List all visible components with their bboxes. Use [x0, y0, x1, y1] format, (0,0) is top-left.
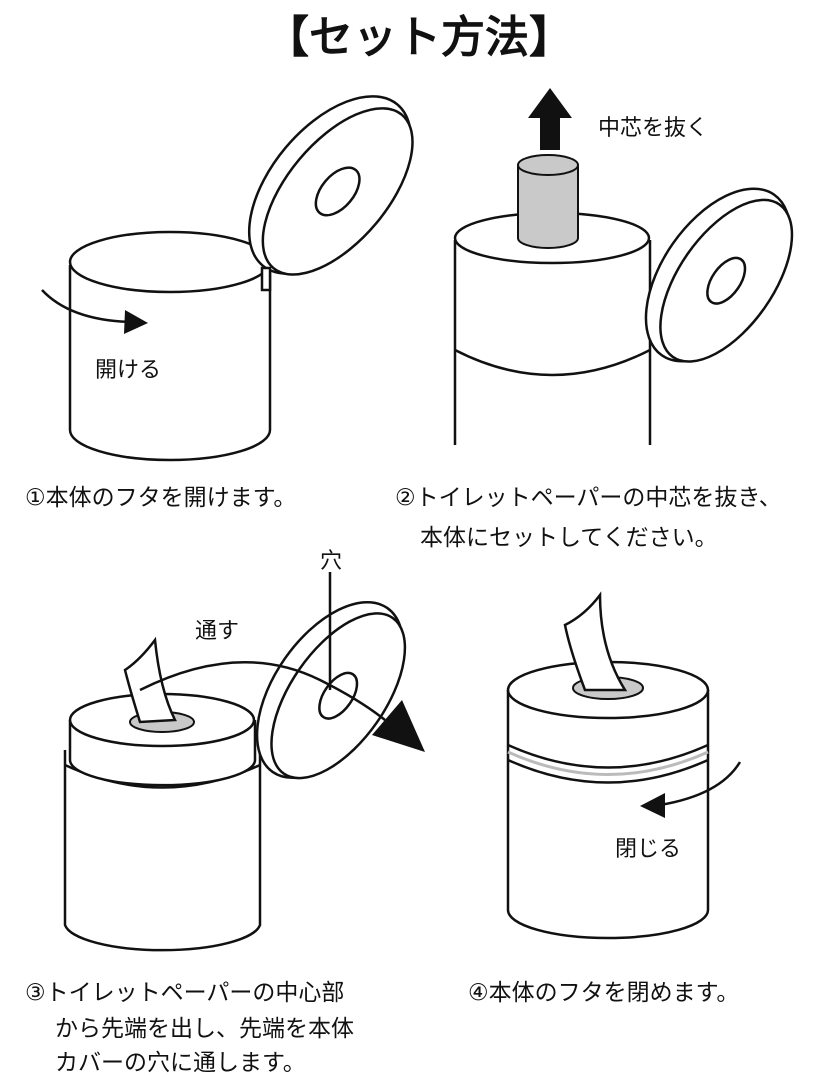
page-title: 【セット方法】	[265, 12, 573, 63]
step-2-label: 中芯を抜く	[598, 116, 708, 141]
curved-arrow-icon	[640, 761, 742, 818]
up-arrow-icon	[528, 88, 572, 150]
step-2-caption-line-2: 本体にセットしてください。	[420, 525, 718, 551]
step-3-caption-line-1: ③トイレットペーパーの中心部	[25, 980, 344, 1006]
step-1-illustration: 開ける	[41, 95, 414, 462]
step-1-caption: ①本体のフタを開けます。	[25, 485, 296, 511]
step-2-illustration: 中芯を抜く	[453, 88, 794, 445]
step-3-caption-line-2: から先端を出し、先端を本体	[55, 1016, 354, 1042]
step-2-caption-line-1: ②トイレットペーパーの中芯を抜き、	[395, 485, 782, 511]
step-4-illustration: 閉じる	[506, 591, 742, 940]
curved-arrow-icon	[41, 289, 148, 334]
hole-label: 穴	[320, 549, 342, 574]
step-3-label: 通す	[195, 619, 239, 644]
step-1-label: 開ける	[95, 358, 161, 383]
step-4-label: 閉じる	[615, 837, 681, 862]
step-3-illustration: 通す 穴	[63, 549, 425, 952]
curved-arrow-icon	[139, 660, 425, 752]
hinge-icon	[260, 266, 272, 292]
step-4-caption: ④本体のフタを閉めます。	[468, 980, 739, 1006]
step-3-caption-line-3: カバーの穴に通します。	[55, 1050, 306, 1076]
